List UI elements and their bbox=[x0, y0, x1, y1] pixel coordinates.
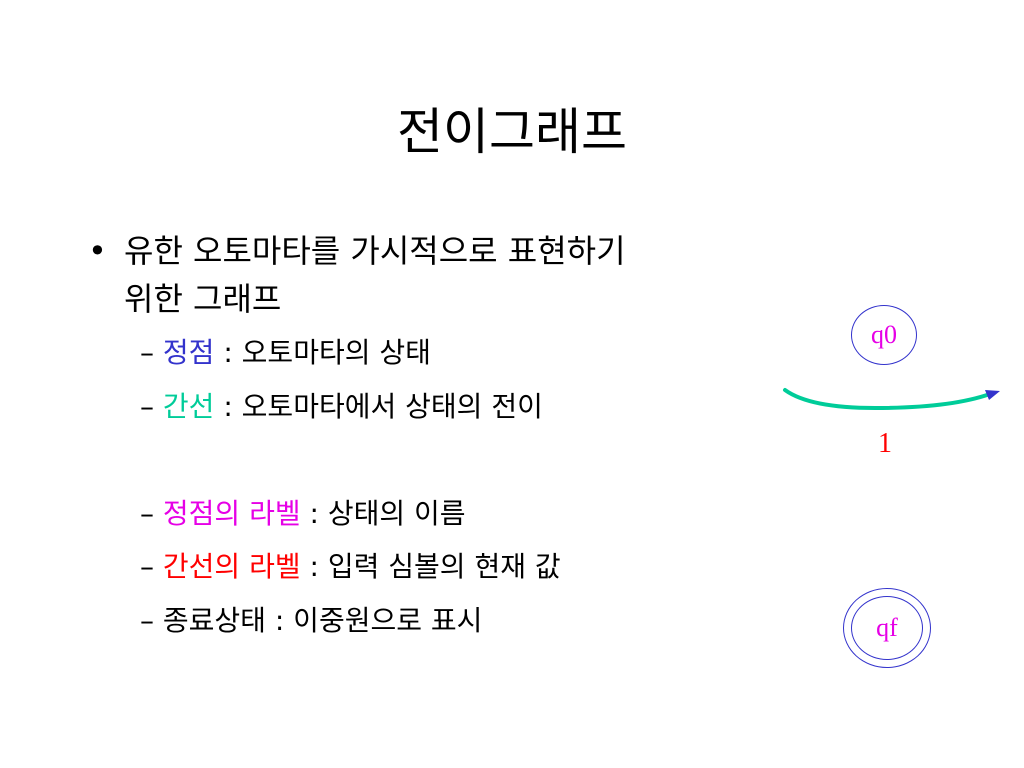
dash-marker: – bbox=[140, 390, 154, 423]
bullet-marker: • bbox=[88, 232, 107, 270]
desc-edge-label: : 입력 심볼의 현재 값 bbox=[300, 550, 561, 583]
sub-bullet-edge-label: – 간선의 라벨 : 입력 심볼의 현재 값 bbox=[140, 547, 561, 587]
transition-edge bbox=[783, 388, 1000, 411]
term-vertex: 정점 bbox=[162, 336, 215, 369]
state-q0: q0 bbox=[851, 305, 917, 365]
term-vertex-label: 정점의 라벨 bbox=[162, 497, 301, 530]
main-bullet-line-2: 위한 그래프 bbox=[124, 280, 282, 318]
sub-bullet-vertex-label: – 정점의 라벨 : 상태의 이름 bbox=[140, 494, 466, 534]
dash-marker: – bbox=[140, 604, 154, 637]
sub-bullet-vertex: – 정점 : 오토마타의 상태 bbox=[140, 333, 431, 373]
state-q0-label: q0 bbox=[871, 320, 897, 349]
main-bullet-line-1: 유한 오토마타를 가시적으로 표현하기 bbox=[124, 232, 626, 270]
state-qf-label: qf bbox=[876, 613, 898, 642]
transition-edge-curve bbox=[783, 388, 992, 411]
transition-edge-label: 1 bbox=[878, 428, 892, 459]
state-qf-outer-ring bbox=[843, 588, 931, 668]
desc-vertex-label: : 상태의 이름 bbox=[300, 497, 466, 530]
sub-bullet-edge: – 간선 : 오토마타에서 상태의 전이 bbox=[140, 387, 543, 427]
term-edge-label: 간선의 라벨 bbox=[162, 550, 301, 583]
desc-edge: : 오토마타에서 상태의 전이 bbox=[214, 390, 543, 423]
state-qf: qf bbox=[851, 596, 923, 660]
slide-title: 전이그래프 bbox=[397, 103, 627, 161]
transition-arrowhead-icon bbox=[985, 390, 1000, 400]
term-edge: 간선 bbox=[162, 390, 215, 423]
sub-bullet-final-state: – 종료상태 : 이중원으로 표시 bbox=[140, 601, 482, 641]
dash-marker: – bbox=[140, 497, 154, 530]
dash-marker: – bbox=[140, 550, 154, 583]
dash-marker: – bbox=[140, 336, 154, 369]
desc-vertex: : 오토마타의 상태 bbox=[214, 336, 431, 369]
desc-final-state: 종료상태 : 이중원으로 표시 bbox=[162, 604, 483, 637]
